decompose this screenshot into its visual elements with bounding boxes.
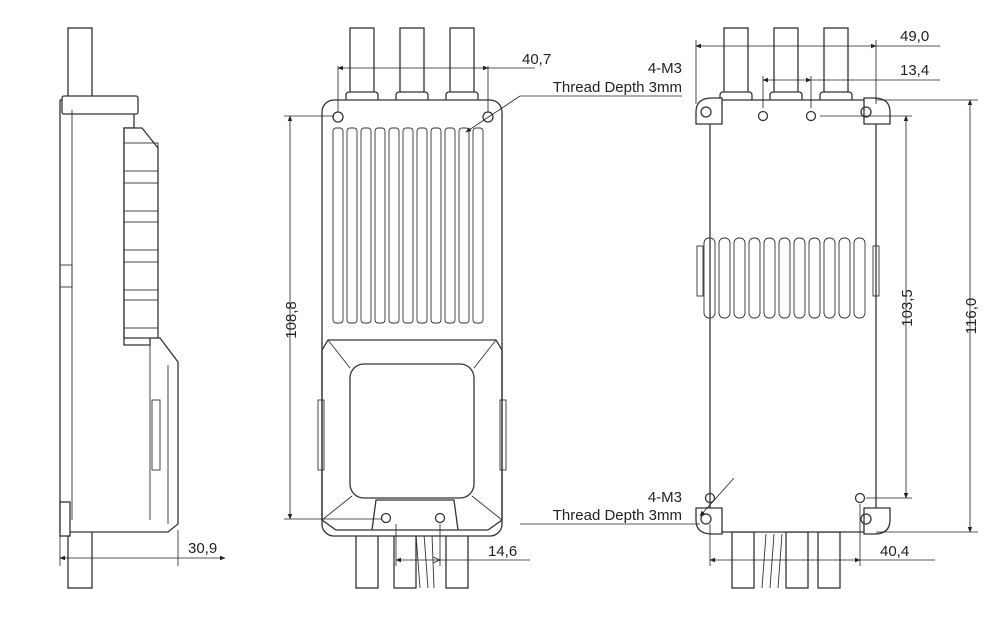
front-bottom-tube: [355, 531, 379, 589]
back-top-tube: [823, 27, 849, 97]
dim-back-top-spacing: 13,4: [900, 62, 929, 79]
mount-hole: [700, 513, 712, 525]
dim-front-top-spacing: 40,7: [522, 51, 551, 68]
mount-hole: [757, 110, 769, 122]
side-bottom-tab: [59, 501, 71, 537]
back-corner-ear: [695, 507, 723, 535]
side-fin: [123, 142, 159, 172]
side-lower-slot: [151, 399, 161, 471]
side-fin: [123, 261, 159, 291]
side-top-tube: [67, 27, 93, 101]
thread-leader-top: [465, 95, 521, 133]
side-fin: [123, 182, 159, 212]
side-fin: [123, 299, 159, 329]
back-corner-ear: [863, 97, 891, 125]
dim-back-bottom-width: 40,4: [880, 543, 909, 560]
back-view: 49,0 13,4 103,5 116,0 40,4: [520, 27, 980, 589]
side-fin: [123, 221, 159, 251]
front-cover-chamfers: [321, 339, 503, 521]
dim-side-depth: 30,9: [188, 540, 217, 557]
side-top-tab: [61, 95, 139, 115]
front-top-tube: [399, 27, 425, 99]
mount-hole: [860, 513, 872, 525]
back-top-tube: [723, 27, 749, 97]
front-fin-grille: [332, 127, 484, 324]
back-main-body: [709, 99, 877, 533]
thread-note-top-depth: Thread Depth 3mm: [553, 79, 682, 96]
front-top-tube: [449, 27, 475, 99]
dim-back-width: 49,0: [900, 28, 929, 45]
thread-note-top-spec: 4-M3: [648, 60, 682, 77]
back-corner-ear: [695, 97, 723, 125]
front-bottom-wire: [415, 533, 435, 589]
front-view: 40,7 108,8 14,6: [283, 27, 682, 589]
front-top-tube: [349, 27, 375, 99]
front-side-slot: [499, 399, 507, 471]
front-main-body: [321, 99, 503, 537]
dim-back-hole-span: 103,5: [899, 289, 916, 327]
back-fin-band: [696, 237, 880, 319]
front-side-slot: [317, 399, 325, 471]
side-lower-cap: [149, 345, 169, 524]
mount-hole: [700, 106, 712, 118]
mount-hole: [434, 512, 446, 524]
back-bottom-wire: [761, 533, 783, 589]
mount-hole: [805, 110, 817, 122]
thread-note-bottom-depth: Thread Depth 3mm: [553, 507, 682, 524]
side-fin-block: [123, 127, 159, 339]
side-bottom-tube: [67, 529, 93, 589]
back-top-tube: [773, 27, 799, 97]
dim-front-height: 108,8: [283, 301, 300, 339]
mount-hole: [380, 512, 392, 524]
thread-leader-bottom: [699, 477, 735, 517]
mount-hole: [704, 492, 716, 504]
front-bottom-lip: [371, 499, 459, 531]
side-view: 30,9: [59, 27, 226, 589]
dim-front-bottom-spacing: 14,6: [488, 543, 517, 560]
back-corner-ear: [863, 507, 891, 535]
dim-back-height: 116,0: [963, 298, 980, 334]
thread-note-bottom-spec: 4-M3: [648, 489, 682, 506]
side-edge-notch: [59, 264, 73, 288]
front-cover-window: [349, 363, 475, 499]
mount-hole: [860, 106, 872, 118]
front-cover-frame: [321, 339, 503, 531]
mount-hole: [854, 492, 866, 504]
